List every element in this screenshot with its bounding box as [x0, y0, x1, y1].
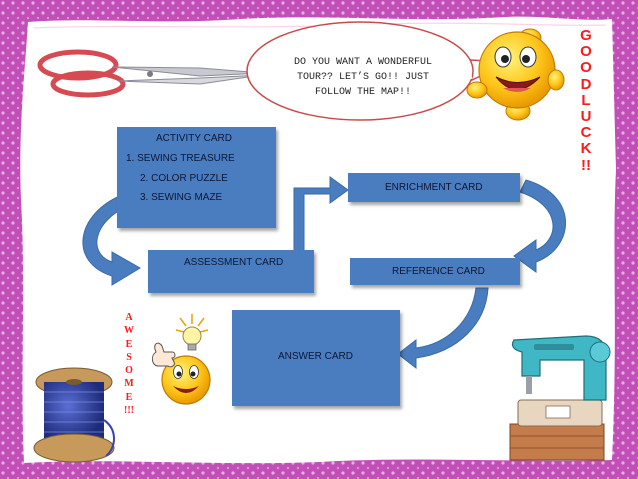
reference-card-label: REFERENCE CARD: [392, 266, 485, 277]
thread-spool-icon: [33, 367, 115, 463]
smiley-face-icon: [466, 28, 565, 121]
speech-bubble-text: DO YOU WANT A WONDERFUL TOUR?? LET’S GO!…: [268, 55, 458, 100]
assessment-card: ASSESSMENT CARD: [148, 250, 314, 293]
awesome-text: A W E S O M E !!!: [119, 311, 139, 417]
light-bulb-icon: [175, 314, 209, 351]
good-luck-letter: K: [580, 140, 592, 158]
awesome-letter: S: [126, 351, 132, 363]
answer-card-label: ANSWER CARD: [278, 351, 354, 362]
awesome-letter: A: [125, 312, 133, 323]
scissors-icon: [37, 49, 263, 98]
assessment-card-label: ASSESSMENT CARD: [184, 257, 284, 268]
good-luck-letter: L: [581, 91, 591, 109]
good-luck-letter: O: [580, 59, 592, 77]
good-luck-letter: !!: [581, 156, 591, 174]
activity-item: 1. SEWING TREASURE: [126, 153, 235, 164]
enrichment-card: ENRICHMENT CARD: [348, 173, 520, 202]
enrichment-card-label: ENRICHMENT CARD: [385, 182, 483, 193]
reference-card: REFERENCE CARD: [350, 258, 520, 285]
good-luck-letter: U: [580, 108, 592, 126]
activity-card-title: ACTIVITY CARD: [156, 133, 232, 144]
flow-arrow-icon: [82, 176, 566, 370]
activity-item: 3. SEWING MAZE: [140, 192, 223, 203]
thumbs-up-smiley-icon: [151, 342, 211, 405]
activity-item: 2. COLOR PUZZLE: [140, 173, 228, 184]
good-luck-letter: O: [580, 43, 592, 61]
sewing-machine-icon: [509, 335, 611, 461]
activity-card: ACTIVITY CARD 1. SEWING TREASURE 2. COLO…: [117, 127, 276, 228]
awesome-letter: W: [124, 325, 134, 337]
awesome-letter: E: [125, 338, 133, 350]
speech-line: DO YOU WANT A WONDERFUL: [293, 57, 433, 68]
awesome-letter: E: [125, 391, 133, 403]
good-luck-letter: C: [580, 124, 592, 142]
awesome-letter: !!!: [124, 405, 134, 417]
awesome-letter: O: [125, 365, 133, 377]
good-luck-letter: G: [580, 27, 592, 44]
answer-card: ANSWER CARD: [232, 310, 400, 406]
good-luck-letter: D: [580, 75, 592, 93]
good-luck-text: G O O D L U C K !!: [571, 27, 601, 174]
speech-line: FOLLOW THE MAP!!: [314, 87, 411, 98]
awesome-letter: M: [124, 378, 134, 390]
speech-line: TOUR?? LET’S GO!! JUST: [296, 72, 430, 83]
